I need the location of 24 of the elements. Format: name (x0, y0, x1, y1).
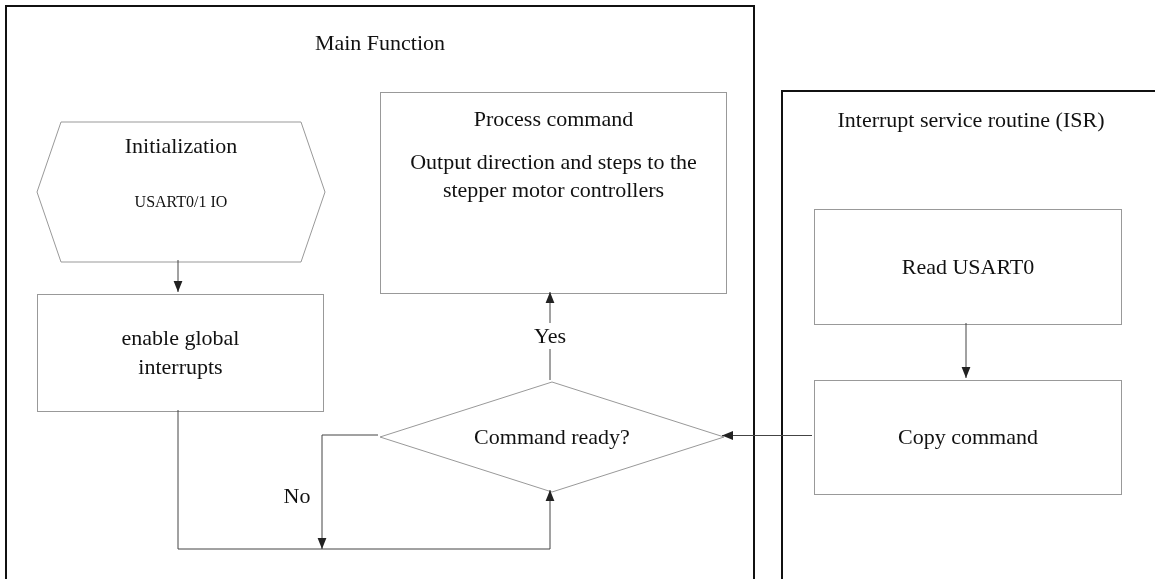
node-title: Main Function (314, 29, 446, 57)
node-title: Initialization (124, 132, 238, 160)
node-text: Command ready? (474, 422, 630, 451)
node-text: enable global interrupts (120, 324, 241, 381)
process-box (380, 92, 727, 294)
arrow (177, 409, 555, 550)
arrow (317, 434, 379, 550)
process-box (814, 380, 1122, 495)
node-text: USART0/1 IO (134, 191, 228, 212)
process-box (37, 294, 324, 412)
panel (5, 5, 755, 579)
node-title: Process command (473, 105, 634, 133)
decision-diamond (380, 382, 724, 492)
arrow (961, 322, 971, 379)
node-text: Copy command (898, 423, 1038, 452)
process-box (814, 209, 1122, 325)
preparation-hexagon (37, 122, 325, 262)
arrow (173, 259, 183, 293)
arrow (721, 431, 813, 440)
edge-label: Yes (532, 322, 568, 350)
panel (781, 90, 1155, 579)
node-text: Output direction and steps to the stepper motor controllers (409, 147, 698, 205)
node-title: Interrupt service routine (ISR) (837, 106, 1105, 134)
node-text: Read USART0 (901, 252, 1035, 281)
